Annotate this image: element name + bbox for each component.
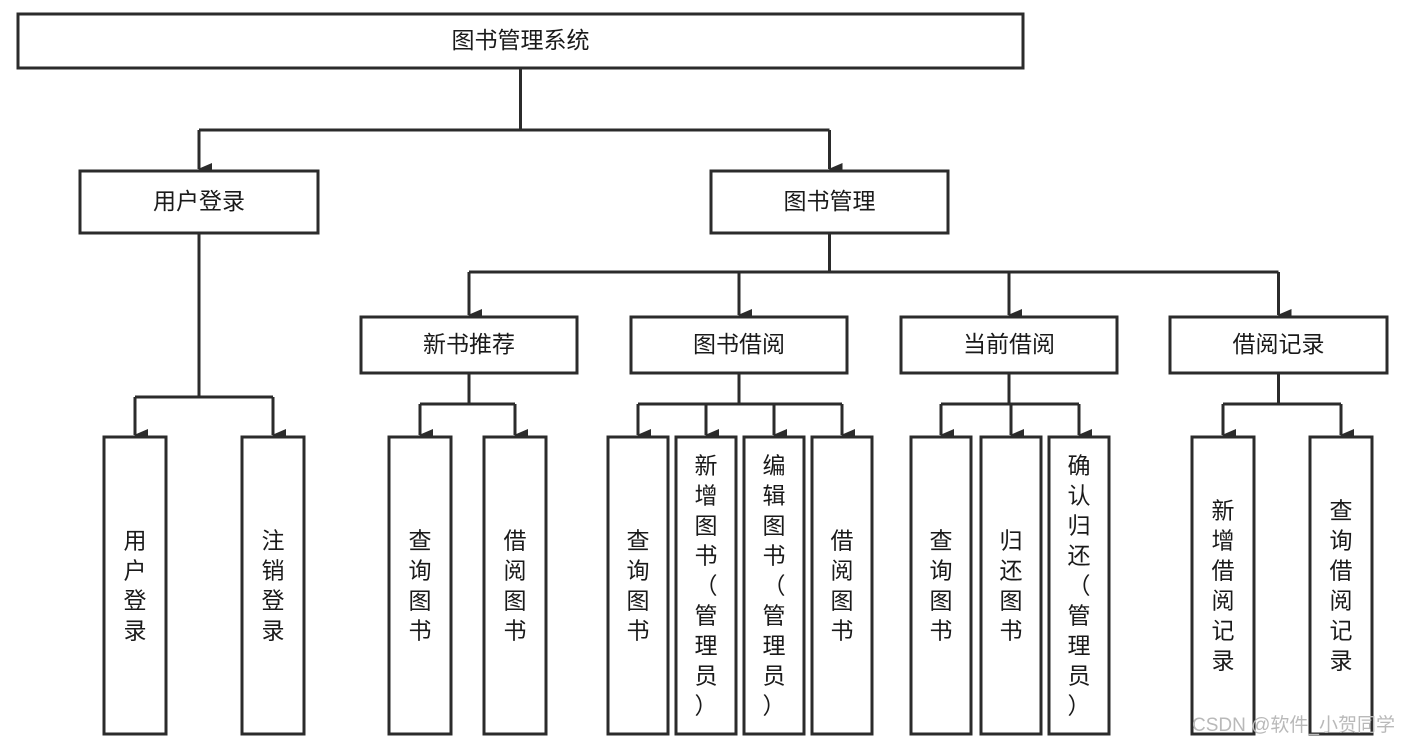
node-current-borrow-label: 当前借阅 [963, 331, 1055, 357]
node-book-borrow-box [629, 315, 849, 375]
node-book-manage: 图书管理 [709, 169, 950, 235]
node-root-box [16, 12, 1025, 70]
node-book-manage-label: 图书管理 [784, 188, 876, 214]
node-leaf-logout: 注销登录 [240, 435, 306, 736]
node-leaf-query-record-label: 查询借阅记录 [1330, 498, 1353, 674]
node-leaf-return-book-label: 归还图书 [1000, 528, 1023, 644]
node-leaf-borrow-book-1: 借阅图书 [482, 435, 548, 736]
node-leaf-logout-label: 注销登录 [262, 528, 285, 644]
node-leaf-user-login-label: 用户登录 [124, 528, 147, 644]
node-leaf-add-book-box [674, 435, 738, 736]
node-leaf-query-book-2-box [606, 435, 670, 736]
node-leaf-query-record: 查询借阅记录 [1308, 435, 1374, 736]
connector-layer [133, 68, 1354, 441]
node-leaf-return-book-box [979, 435, 1043, 736]
node-leaf-query-book-1: 查询图书 [387, 435, 453, 736]
node-leaf-borrow-book-2-label: 借阅图书 [831, 528, 854, 644]
node-leaf-borrow-book-1-box [482, 435, 548, 736]
node-user-login-label: 用户登录 [153, 188, 245, 214]
node-leaf-add-record: 新增借阅记录 [1190, 435, 1256, 736]
node-borrow-record-label: 借阅记录 [1233, 331, 1325, 357]
node-root-label: 图书管理系统 [452, 27, 590, 53]
node-root: 图书管理系统 [16, 12, 1025, 70]
node-leaf-confirm-return-box [1047, 435, 1111, 736]
node-user-login: 用户登录 [78, 169, 320, 235]
node-leaf-return-book: 归还图书 [979, 435, 1043, 736]
node-leaf-add-record-label: 新增借阅记录 [1212, 498, 1235, 674]
node-new-book-recommend-label: 新书推荐 [423, 331, 515, 357]
node-leaf-add-book-label: 新增图书（管理员） [695, 453, 718, 719]
node-leaf-edit-book: 编辑图书（管理员） [742, 435, 806, 736]
node-new-book-recommend-box [359, 315, 579, 375]
node-leaf-query-book-3-label: 查询图书 [930, 528, 953, 644]
node-leaf-query-book-2: 查询图书 [606, 435, 670, 736]
node-layer: 图书管理系统用户登录图书管理新书推荐图书借阅当前借阅借阅记录用户登录注销登录查询… [16, 12, 1389, 736]
node-leaf-query-book-3: 查询图书 [909, 435, 973, 736]
node-user-login-box [78, 169, 320, 235]
node-leaf-borrow-book-1-label: 借阅图书 [504, 528, 527, 644]
node-leaf-query-book-1-box [387, 435, 453, 736]
csdn-watermark: CSDN @软件_小贺同学 [1192, 714, 1395, 736]
node-leaf-add-book: 新增图书（管理员） [674, 435, 738, 736]
node-leaf-query-book-3-box [909, 435, 973, 736]
node-new-book-recommend: 新书推荐 [359, 315, 579, 375]
node-leaf-logout-box [240, 435, 306, 736]
node-leaf-query-book-2-label: 查询图书 [627, 528, 650, 644]
node-leaf-add-record-box [1190, 435, 1256, 736]
node-book-manage-box [709, 169, 950, 235]
node-leaf-query-record-box [1308, 435, 1374, 736]
node-leaf-user-login-box [102, 435, 168, 736]
node-borrow-record-box [1168, 315, 1389, 375]
node-current-borrow: 当前借阅 [899, 315, 1119, 375]
node-leaf-query-book-1-label: 查询图书 [409, 528, 432, 644]
node-leaf-edit-book-box [742, 435, 806, 736]
node-leaf-borrow-book-2-box [810, 435, 874, 736]
node-book-borrow: 图书借阅 [629, 315, 849, 375]
node-leaf-user-login: 用户登录 [102, 435, 168, 736]
node-leaf-edit-book-label: 编辑图书（管理员） [763, 453, 786, 719]
node-leaf-confirm-return-label: 确认归还（管理员） [1068, 453, 1091, 719]
node-leaf-confirm-return: 确认归还（管理员） [1047, 435, 1111, 736]
node-leaf-borrow-book-2: 借阅图书 [810, 435, 874, 736]
node-book-borrow-label: 图书借阅 [693, 331, 785, 357]
node-current-borrow-box [899, 315, 1119, 375]
node-borrow-record: 借阅记录 [1168, 315, 1389, 375]
